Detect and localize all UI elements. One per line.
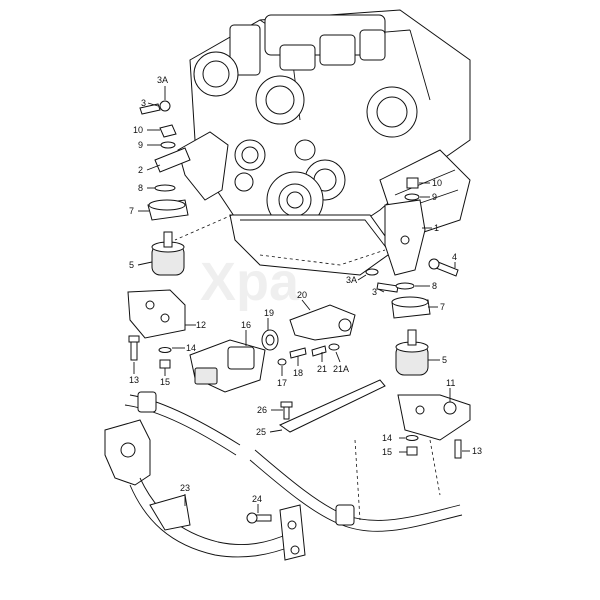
stabilizer-bar bbox=[124, 391, 463, 532]
callout-5-right: 5 bbox=[442, 355, 447, 365]
callout-16: 16 bbox=[241, 320, 251, 330]
right-mount-assembly bbox=[365, 177, 471, 459]
callout-3-right: 3 bbox=[372, 287, 377, 297]
callout-15-left: 15 bbox=[160, 377, 170, 387]
callout-17: 17 bbox=[277, 378, 287, 388]
callout-8-right: 8 bbox=[432, 281, 437, 291]
callout-3A-left: 3A bbox=[157, 75, 168, 85]
callout-10-right: 10 bbox=[432, 178, 442, 188]
callout-12: 12 bbox=[196, 320, 206, 330]
subframe bbox=[104, 419, 306, 561]
callout-9-left: 9 bbox=[138, 140, 143, 150]
callout-4: 4 bbox=[452, 252, 457, 262]
callout-8-left: 8 bbox=[138, 183, 143, 193]
callout-13-right: 13 bbox=[472, 446, 482, 456]
callout-15-right: 15 bbox=[382, 447, 392, 457]
callout-23: 23 bbox=[180, 483, 190, 493]
callout-7-right: 7 bbox=[440, 302, 445, 312]
callout-3A-right: 3A bbox=[346, 275, 357, 285]
callout-labels: 3A 3 10 9 2 8 7 5 12 14 13 15 16 19 20 1… bbox=[129, 75, 482, 504]
callout-19: 19 bbox=[264, 308, 274, 318]
callout-1: 1 bbox=[434, 223, 439, 233]
callout-20: 20 bbox=[297, 290, 307, 300]
callout-24: 24 bbox=[252, 494, 262, 504]
leader-lines bbox=[133, 86, 470, 513]
center-damper-assembly bbox=[189, 304, 356, 393]
engine-block bbox=[189, 9, 471, 276]
callout-14-right: 14 bbox=[382, 433, 392, 443]
strap-bracket bbox=[278, 379, 386, 433]
callout-5-left: 5 bbox=[129, 260, 134, 270]
callout-7-left: 7 bbox=[129, 206, 134, 216]
callout-3-left: 3 bbox=[141, 98, 146, 108]
callout-25: 25 bbox=[256, 427, 266, 437]
callout-26: 26 bbox=[257, 405, 267, 415]
callout-21A: 21A bbox=[333, 364, 349, 374]
callout-21: 21 bbox=[317, 364, 327, 374]
callout-9-right: 9 bbox=[432, 192, 437, 202]
callout-18: 18 bbox=[293, 368, 303, 378]
callout-11: 11 bbox=[446, 378, 455, 388]
callout-14-left: 14 bbox=[186, 343, 196, 353]
left-mount-assembly bbox=[127, 100, 229, 369]
callout-13-left: 13 bbox=[129, 375, 139, 385]
callout-10-left: 10 bbox=[133, 125, 143, 135]
callout-2: 2 bbox=[138, 165, 143, 175]
